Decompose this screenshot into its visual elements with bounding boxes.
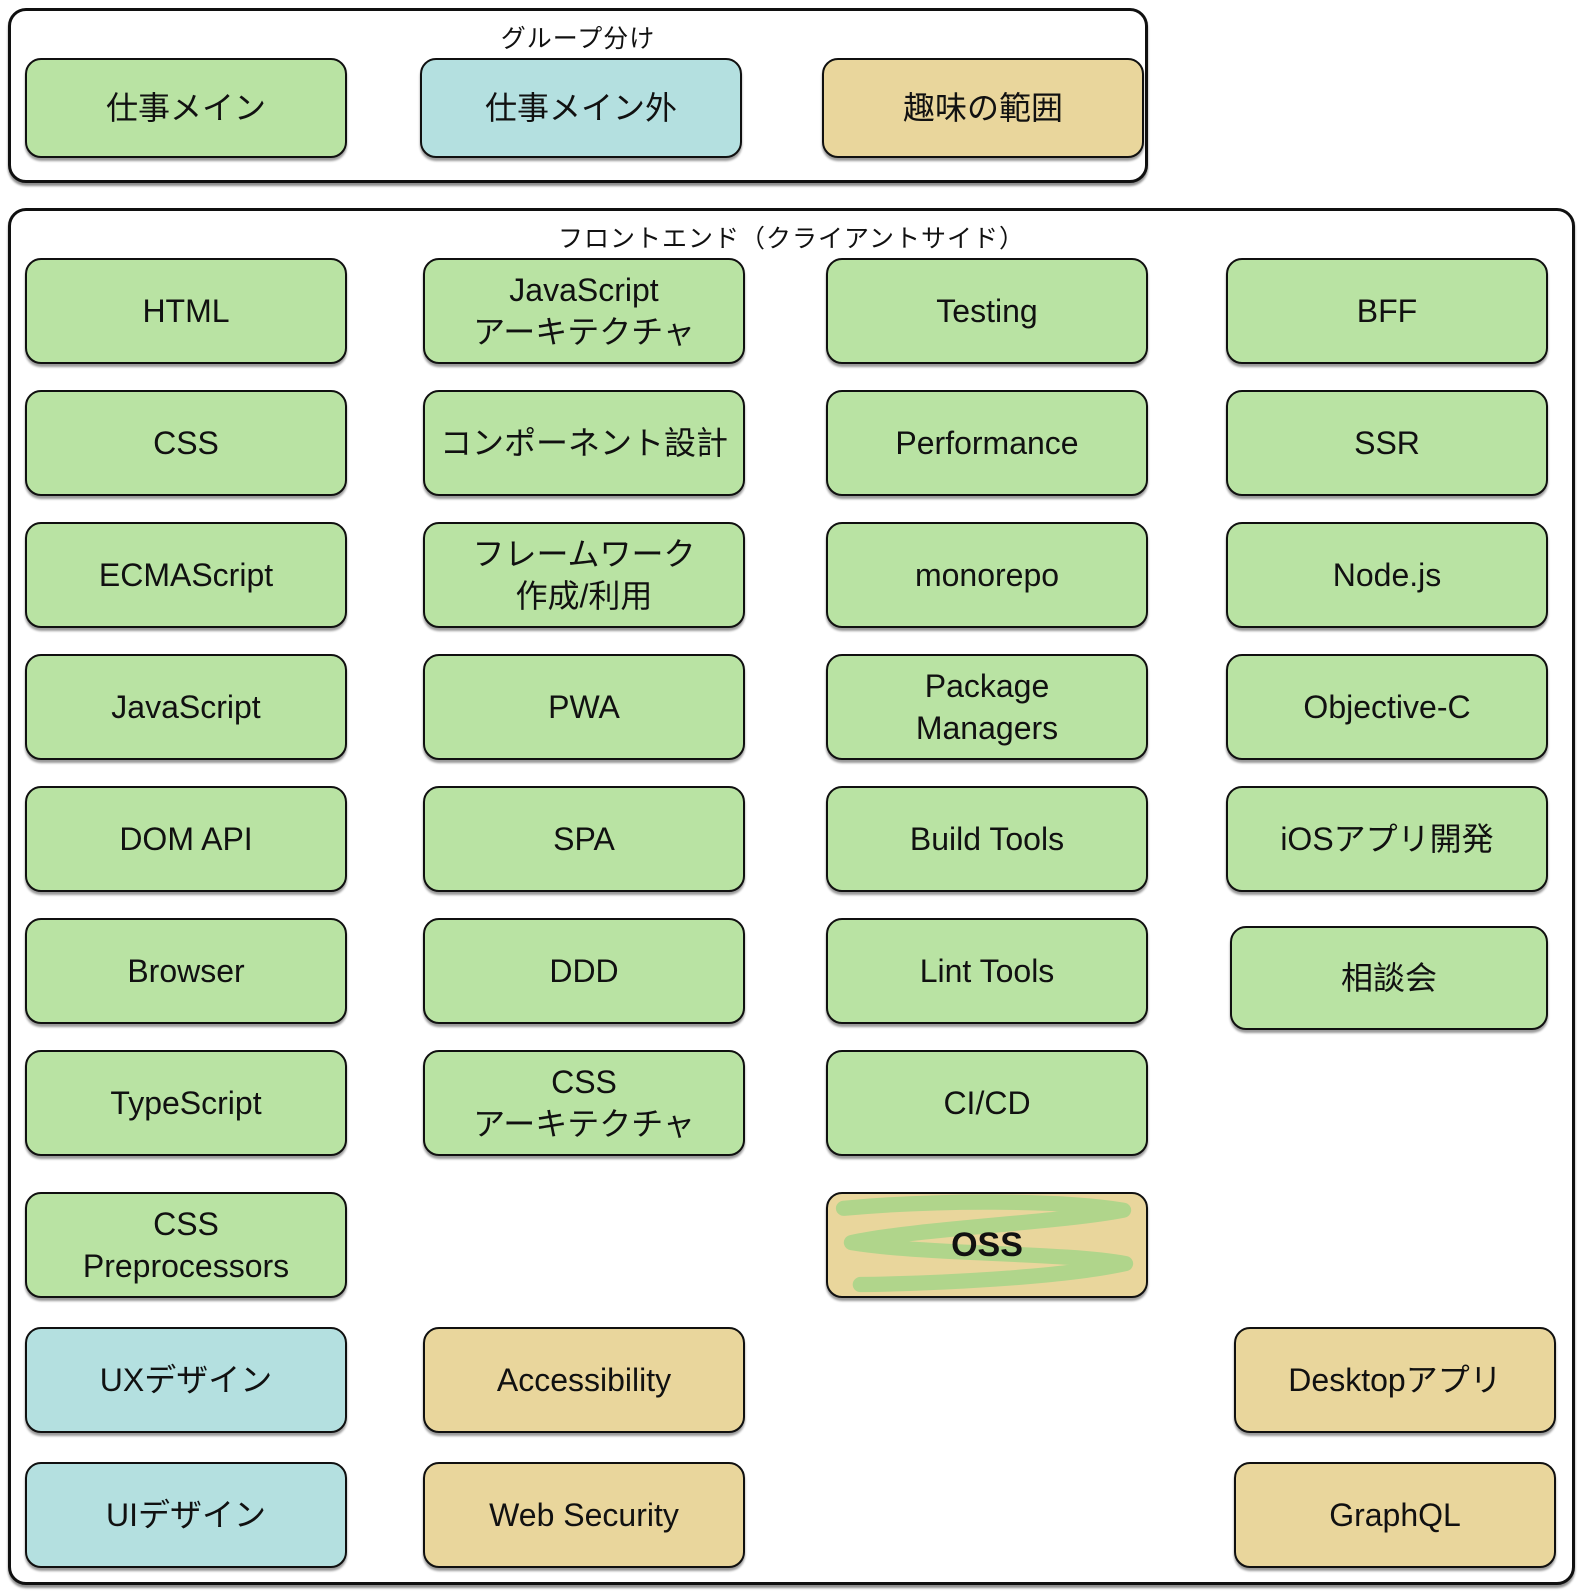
box-package-managers: Package Managers [826, 654, 1148, 760]
box-javascript: JavaScript [25, 654, 347, 760]
lint-tools-label: Lint Tools [919, 952, 1055, 989]
legend-work-main-label: 仕事メイン [105, 89, 266, 126]
box-ddd: DDD [423, 918, 745, 1024]
nodejs-label: Node.js [1332, 556, 1442, 593]
typescript-label: TypeScript [110, 1084, 262, 1121]
consultation-label: 相談会 [1340, 959, 1437, 996]
pwa-label: PWA [548, 688, 620, 725]
box-browser: Browser [25, 918, 347, 1024]
oss-label: OSS [951, 1225, 1023, 1264]
box-ui-design: UIデザイン [25, 1462, 347, 1568]
monorepo-label: monorepo [914, 556, 1060, 593]
box-html: HTML [25, 258, 347, 364]
bff-label: BFF [1356, 292, 1418, 329]
graphql-label: GraphQL [1329, 1496, 1461, 1533]
box-ios-app-dev: iOSアプリ開発 [1226, 786, 1548, 892]
box-nodejs: Node.js [1226, 522, 1548, 628]
highlight-scribble-icon [835, 1194, 1134, 1293]
box-oss: OSS [826, 1192, 1148, 1298]
ux-design-label: UXデザイン [99, 1361, 273, 1398]
javascript-label: JavaScript [111, 688, 261, 725]
package-managers-label: Package Managers [915, 667, 1059, 746]
box-testing: Testing [826, 258, 1148, 364]
box-performance: Performance [826, 390, 1148, 496]
box-graphql: GraphQL [1234, 1462, 1556, 1568]
accessibility-label: Accessibility [496, 1361, 672, 1398]
spa-label: SPA [553, 820, 615, 857]
box-typescript: TypeScript [25, 1050, 347, 1156]
component-design-label: コンポーネント設計 [439, 424, 728, 461]
box-legend-hobby: 趣味の範囲 [822, 58, 1144, 158]
box-css-preprocessors: CSS Preprocessors [25, 1192, 347, 1298]
box-web-security: Web Security [423, 1462, 745, 1568]
box-bff: BFF [1226, 258, 1548, 364]
browser-label: Browser [127, 952, 245, 989]
css-preprocessors-label: CSS Preprocessors [82, 1205, 290, 1284]
javascript-architecture-label: JavaScript アーキテクチャ [473, 271, 695, 350]
box-component-design: コンポーネント設計 [423, 390, 745, 496]
objective-c-label: Objective-C [1303, 688, 1471, 725]
css-label: CSS [153, 424, 219, 461]
box-pwa: PWA [423, 654, 745, 760]
box-build-tools: Build Tools [826, 786, 1148, 892]
box-javascript-architecture: JavaScript アーキテクチャ [423, 258, 745, 364]
box-ux-design: UXデザイン [25, 1327, 347, 1433]
box-ssr: SSR [1226, 390, 1548, 496]
box-css: CSS [25, 390, 347, 496]
ios-app-dev-label: iOSアプリ開発 [1280, 820, 1494, 857]
html-label: HTML [142, 292, 230, 329]
testing-label: Testing [936, 292, 1038, 329]
box-desktop-app: Desktopアプリ [1234, 1327, 1556, 1433]
box-framework-create-use: フレームワーク 作成/利用 [423, 522, 745, 628]
ui-design-label: UIデザイン [105, 1496, 266, 1533]
ddd-label: DDD [549, 952, 619, 989]
legend-group-title: グループ分け [500, 25, 656, 53]
box-objective-c: Objective-C [1226, 654, 1548, 760]
build-tools-label: Build Tools [909, 820, 1065, 857]
performance-label: Performance [895, 424, 1079, 461]
ci-cd-label: CI/CD [943, 1084, 1031, 1121]
box-consultation: 相談会 [1230, 926, 1548, 1030]
legend-work-sub-label: 仕事メイン外 [484, 89, 677, 126]
box-css-architecture: CSS アーキテクチャ [423, 1050, 745, 1156]
box-legend-work-main: 仕事メイン [25, 58, 347, 158]
css-architecture-label: CSS アーキテクチャ [473, 1063, 695, 1142]
framework-create-use-label: フレームワーク 作成/利用 [472, 535, 696, 614]
frontend-group-title: フロントエンド（クライアントサイド） [557, 225, 1025, 253]
dom-api-label: DOM API [119, 820, 253, 857]
box-dom-api: DOM API [25, 786, 347, 892]
desktop-app-label: Desktopアプリ [1288, 1361, 1502, 1398]
box-spa: SPA [423, 786, 745, 892]
web-security-label: Web Security [489, 1496, 679, 1533]
ssr-label: SSR [1354, 424, 1420, 461]
box-accessibility: Accessibility [423, 1327, 745, 1433]
box-ci-cd: CI/CD [826, 1050, 1148, 1156]
ecmascript-label: ECMAScript [98, 556, 274, 593]
box-legend-work-sub: 仕事メイン外 [420, 58, 742, 158]
legend-hobby-label: 趣味の範囲 [902, 89, 1063, 126]
box-lint-tools: Lint Tools [826, 918, 1148, 1024]
box-ecmascript: ECMAScript [25, 522, 347, 628]
box-monorepo: monorepo [826, 522, 1148, 628]
